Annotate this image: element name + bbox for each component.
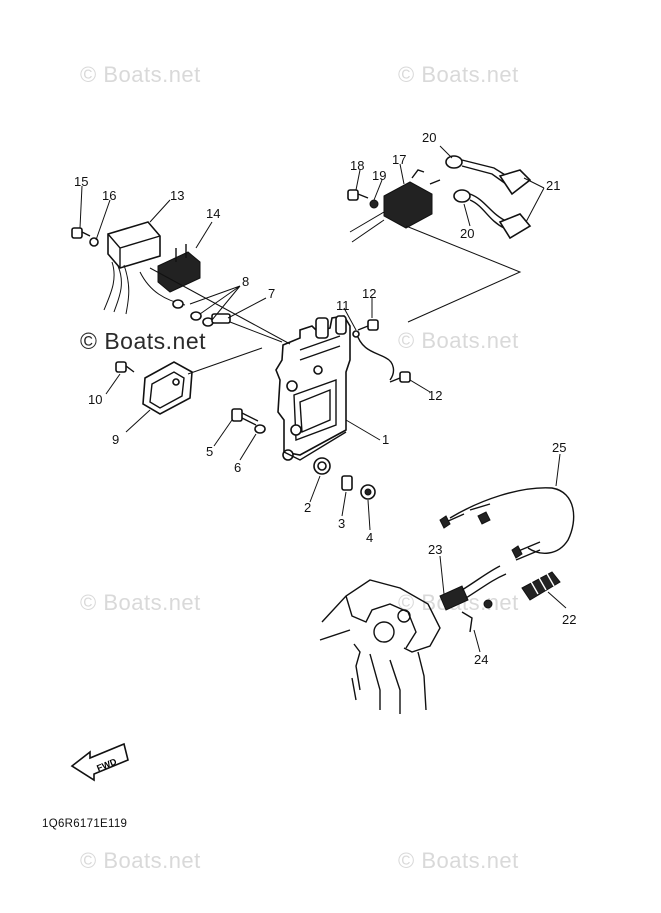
callout-9: 9 [112, 432, 119, 447]
callout-15: 15 [74, 174, 88, 189]
ignition-coil-part-17[interactable] [383, 169, 441, 229]
diagram-code: 1Q6R6171E119 [42, 818, 128, 830]
bolt-part-15[interactable] [71, 227, 91, 239]
cdi-unit-part-13[interactable] [103, 221, 161, 315]
screw-part-8[interactable] [172, 299, 214, 327]
engine-block-outline [319, 579, 441, 714]
grommet-part-2[interactable] [313, 457, 331, 475]
callout-5: 5 [206, 444, 213, 459]
callout-12a: 12 [362, 286, 376, 301]
callout-2: 2 [304, 500, 311, 515]
callout-19: 19 [372, 168, 386, 183]
watermark: © Boats.net [398, 62, 519, 87]
watermark: © Boats.net [80, 590, 201, 615]
washer-part-6[interactable] [254, 424, 266, 434]
callout-7: 7 [268, 286, 275, 301]
rectifier-regulator-part-14[interactable] [157, 244, 201, 293]
switch-part-23[interactable] [439, 565, 507, 611]
callout-3: 3 [338, 516, 345, 531]
callout-10: 10 [88, 392, 102, 407]
callout-8: 8 [242, 274, 249, 289]
collar-part-3[interactable] [341, 475, 353, 491]
callout-4: 4 [366, 530, 373, 545]
callout-24: 24 [474, 652, 488, 667]
watermark: © Boats.net [398, 848, 519, 873]
callout-6: 6 [234, 460, 241, 475]
watermark: © Boats.net [80, 848, 201, 873]
callout-22: 22 [562, 612, 576, 627]
callout-20a: 20 [422, 130, 436, 145]
washer-part-19[interactable] [369, 199, 379, 209]
callout-11: 11 [336, 298, 350, 313]
callout-1: 1 [382, 432, 389, 447]
callout-17: 17 [392, 152, 406, 167]
leader-lines [79, 145, 567, 653]
tube-part-22[interactable] [521, 571, 561, 601]
bolt-part-18[interactable] [347, 189, 369, 201]
callout-16: 16 [102, 188, 116, 203]
plate-part-9[interactable] [142, 361, 193, 415]
callout-13: 13 [170, 188, 184, 203]
watermark: © Boats.net [398, 328, 519, 353]
bracket-part[interactable] [275, 315, 351, 461]
callout-20b: 20 [460, 226, 474, 241]
wire-harness-part-25[interactable] [439, 487, 575, 561]
watermark: © Boats.net [80, 328, 207, 354]
bolt-part-12b[interactable] [389, 371, 411, 383]
callout-labels: 1 2 3 4 5 6 7 8 9 10 11 12 12 13 14 15 1… [74, 130, 576, 667]
callout-12b: 12 [428, 388, 442, 403]
collar-part-7[interactable] [211, 313, 231, 324]
bolt-part-12a[interactable] [357, 319, 379, 331]
callout-21: 21 [546, 178, 560, 193]
callout-14: 14 [206, 206, 220, 221]
watermark: © Boats.net [80, 62, 201, 87]
callout-18: 18 [350, 158, 364, 173]
callout-23: 23 [428, 542, 442, 557]
bolt-part-24[interactable] [461, 599, 493, 633]
lead-wire-part-11[interactable] [352, 330, 395, 381]
bolt-part-10[interactable] [115, 361, 135, 373]
plug-cap-part-21[interactable] [498, 169, 532, 240]
fwd-arrow: FWD [70, 742, 129, 782]
washer-part-4[interactable] [360, 484, 376, 500]
callout-25: 25 [552, 440, 566, 455]
bolt-part-5[interactable] [231, 408, 259, 426]
plug-cap-part-20a[interactable] [445, 155, 511, 185]
